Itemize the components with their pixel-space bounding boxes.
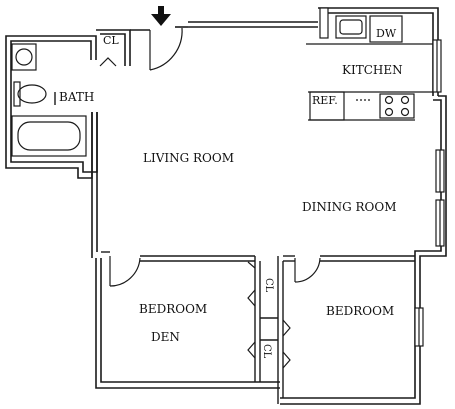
outer-walls: [5, 7, 447, 405]
windows: [319, 7, 445, 347]
bathtub-icon: [11, 115, 87, 157]
kitchen-fixtures: [306, 15, 433, 121]
stove-icon: [379, 93, 415, 119]
refrigerator-label: REF.: [312, 94, 338, 107]
closet-top-label: CL: [103, 34, 119, 47]
bedroom-label: BEDROOM: [326, 304, 394, 318]
closet-lower-label: CL: [261, 344, 272, 359]
dining-room-label: DINING ROOM: [302, 200, 397, 214]
closet-middle-label: CL: [263, 278, 274, 293]
refrigerator-icon: [309, 91, 345, 121]
bath-sink-icon: [11, 43, 37, 71]
dishwasher-label: DW: [376, 27, 397, 40]
toilet-bowl-icon: [17, 84, 47, 104]
kitchen-label: KITCHEN: [342, 63, 403, 77]
bath-fixtures: [11, 43, 87, 157]
arrow-down-icon: [151, 6, 171, 26]
bath-label: BATH: [59, 90, 94, 104]
toilet-tank-icon: [13, 81, 21, 107]
dishwasher-icon: [369, 15, 403, 43]
living-room-label: LIVING ROOM: [143, 151, 234, 165]
bedroom-den-label-line2: DEN: [151, 330, 180, 344]
kitchen-sink-icon: [335, 15, 367, 39]
interior-walls: [54, 92, 415, 404]
bedroom-den-label-line1: BEDROOM: [139, 302, 207, 316]
doors: [99, 27, 321, 369]
